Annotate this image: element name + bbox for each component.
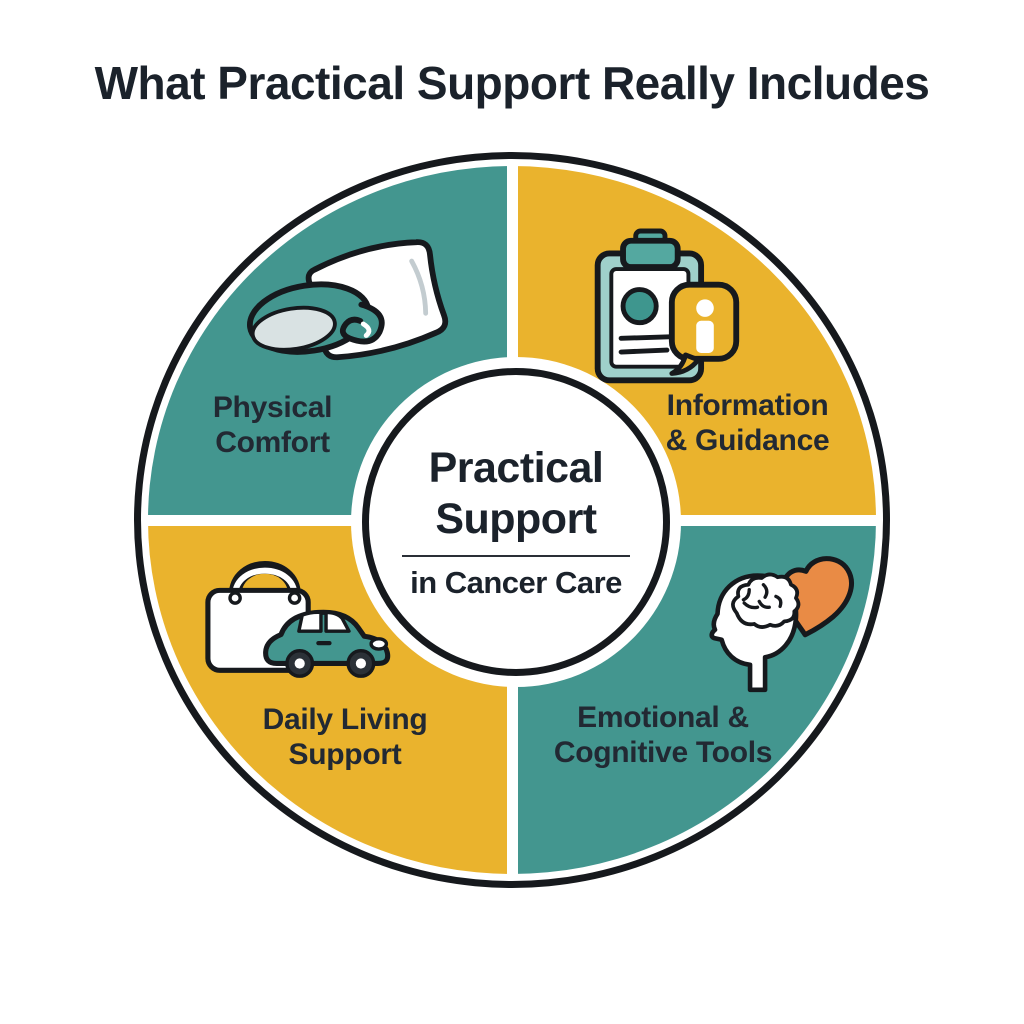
segment-label-information-guidance: Information & Guidance [640,388,855,458]
clipboard-info-icon [584,226,746,398]
label-line: Cognitive Tools [553,736,773,770]
center-hub: Practical Support in Cancer Care [362,368,670,676]
label-line: Physical [212,391,333,424]
label-line: Support [288,738,402,772]
page-title: What Practical Support Really Includes [94,57,930,109]
hub-title: Practical Support [429,443,604,544]
shopping-bag-car-icon [196,544,400,692]
hub-title-line2: Support [435,495,597,543]
segment-label-physical-comfort: Physical Comfort [165,390,380,460]
label-line: Daily Living [262,703,428,736]
hub-divider [402,554,630,557]
label-line: Information [666,389,829,422]
label-line: Comfort [215,426,330,460]
label-line: Emotional & [577,701,749,734]
pillow-blanket-icon [232,232,454,384]
segment-label-emotional-cognitive-tools: Emotional & Cognitive Tools [538,700,788,770]
hub-title-line1: Practical [428,444,604,493]
head-heart-icon [678,548,858,694]
segment-label-daily-living-support: Daily Living Support [235,702,455,772]
label-line: & Guidance [665,424,830,458]
hub-subtitle: in Cancer Care [410,564,622,600]
